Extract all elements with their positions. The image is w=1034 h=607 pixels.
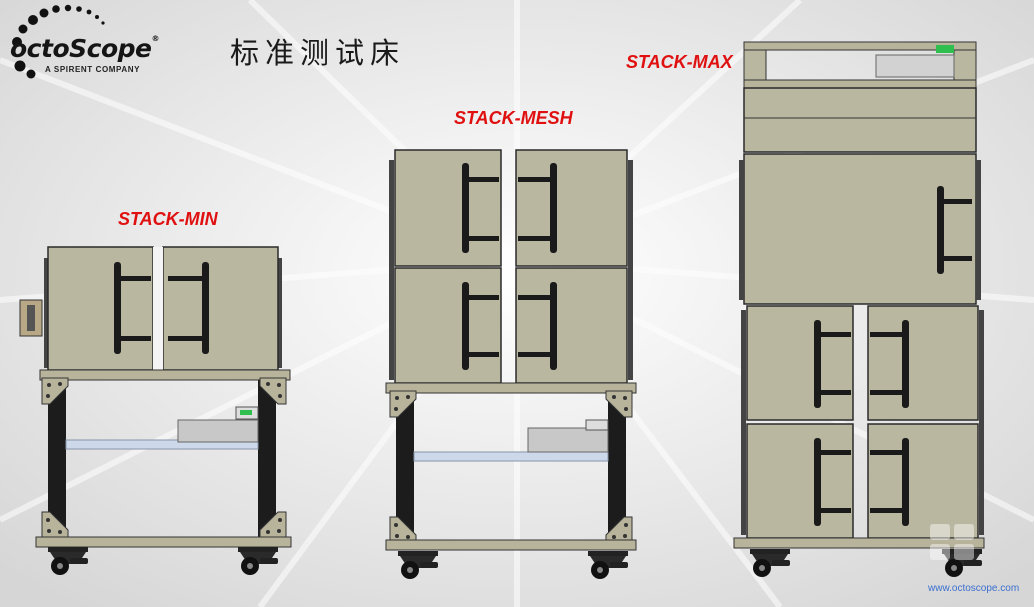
stack-mesh — [385, 149, 637, 579]
footer-url[interactable]: www.octoscope.com — [928, 583, 1020, 594]
chamber-left — [47, 246, 154, 371]
device — [177, 419, 259, 443]
door-handle — [114, 262, 121, 354]
chamber — [746, 423, 854, 539]
chamber — [867, 423, 979, 539]
chamber — [515, 149, 628, 267]
brand-name: octoScope — [10, 34, 152, 63]
side-fin — [277, 258, 282, 368]
leg — [396, 393, 414, 543]
chamber — [515, 267, 628, 384]
upper-panel — [743, 87, 977, 153]
device — [875, 54, 955, 78]
chamber — [394, 149, 502, 267]
watermark-logo-icon — [930, 524, 974, 560]
stack-max-label: STACK-MAX — [626, 52, 733, 72]
leg — [258, 380, 276, 540]
brand-tagline: A SPIRENT COMPANY — [45, 65, 141, 74]
leg — [608, 393, 626, 543]
shelf — [413, 451, 609, 462]
stack-min-label: STACK-MIN — [118, 209, 218, 229]
door-handle — [202, 262, 209, 354]
caster-wheel — [48, 547, 88, 575]
stack-mesh-label: STACK-MESH — [454, 108, 573, 128]
stack-min — [19, 246, 292, 575]
chamber — [394, 267, 502, 384]
bottom-plate — [35, 536, 292, 548]
registered-mark: ® — [151, 34, 159, 43]
top-plate — [39, 369, 291, 381]
shelf — [65, 439, 259, 450]
octoscope-logo — [12, 4, 105, 79]
page-title: 标准测试床 — [230, 36, 406, 70]
stack-max — [733, 41, 985, 577]
side-fin — [44, 258, 49, 368]
chamber-right — [162, 246, 279, 371]
device — [527, 427, 609, 453]
chamber — [746, 305, 854, 421]
chamber — [867, 305, 979, 421]
leg — [48, 380, 66, 540]
brand-wordmark: octoScope® — [10, 34, 159, 63]
caster-wheel — [238, 547, 278, 575]
